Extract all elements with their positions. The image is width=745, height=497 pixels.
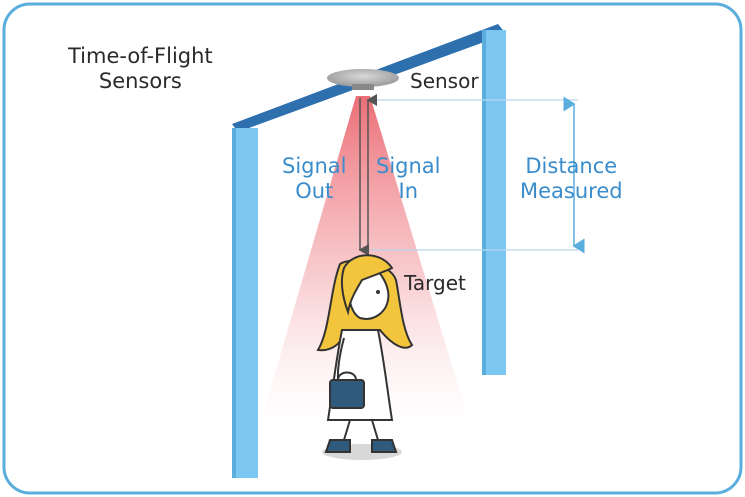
left-pillar-edge	[232, 128, 236, 478]
woman-walking-figure	[316, 254, 414, 460]
target-label: Target	[404, 271, 466, 295]
title-line-2: Sensors	[98, 68, 182, 93]
diagram-title: Time-of-Flight Sensors	[68, 44, 213, 94]
distance-line-2: Measured	[520, 178, 623, 203]
distance-line-1: Distance	[525, 154, 618, 178]
signal-out-line-1: Signal	[282, 154, 347, 178]
title-line-1: Time-of-Flight	[68, 44, 213, 68]
signal-in-line-1: Signal	[376, 154, 441, 178]
signal-out-label: Signal Out	[282, 154, 347, 204]
sensor-label: Sensor	[410, 69, 479, 93]
signal-in-line-2: In	[398, 178, 419, 203]
left-pillar	[232, 128, 258, 478]
signal-out-line-2: Out	[295, 178, 334, 203]
sensor-mount	[352, 84, 374, 90]
ceiling-sensor-icon	[327, 69, 399, 87]
signal-in-label: Signal In	[376, 154, 441, 204]
right-pillar-edge	[482, 30, 486, 375]
distance-measured-label: Distance Measured	[520, 154, 623, 204]
